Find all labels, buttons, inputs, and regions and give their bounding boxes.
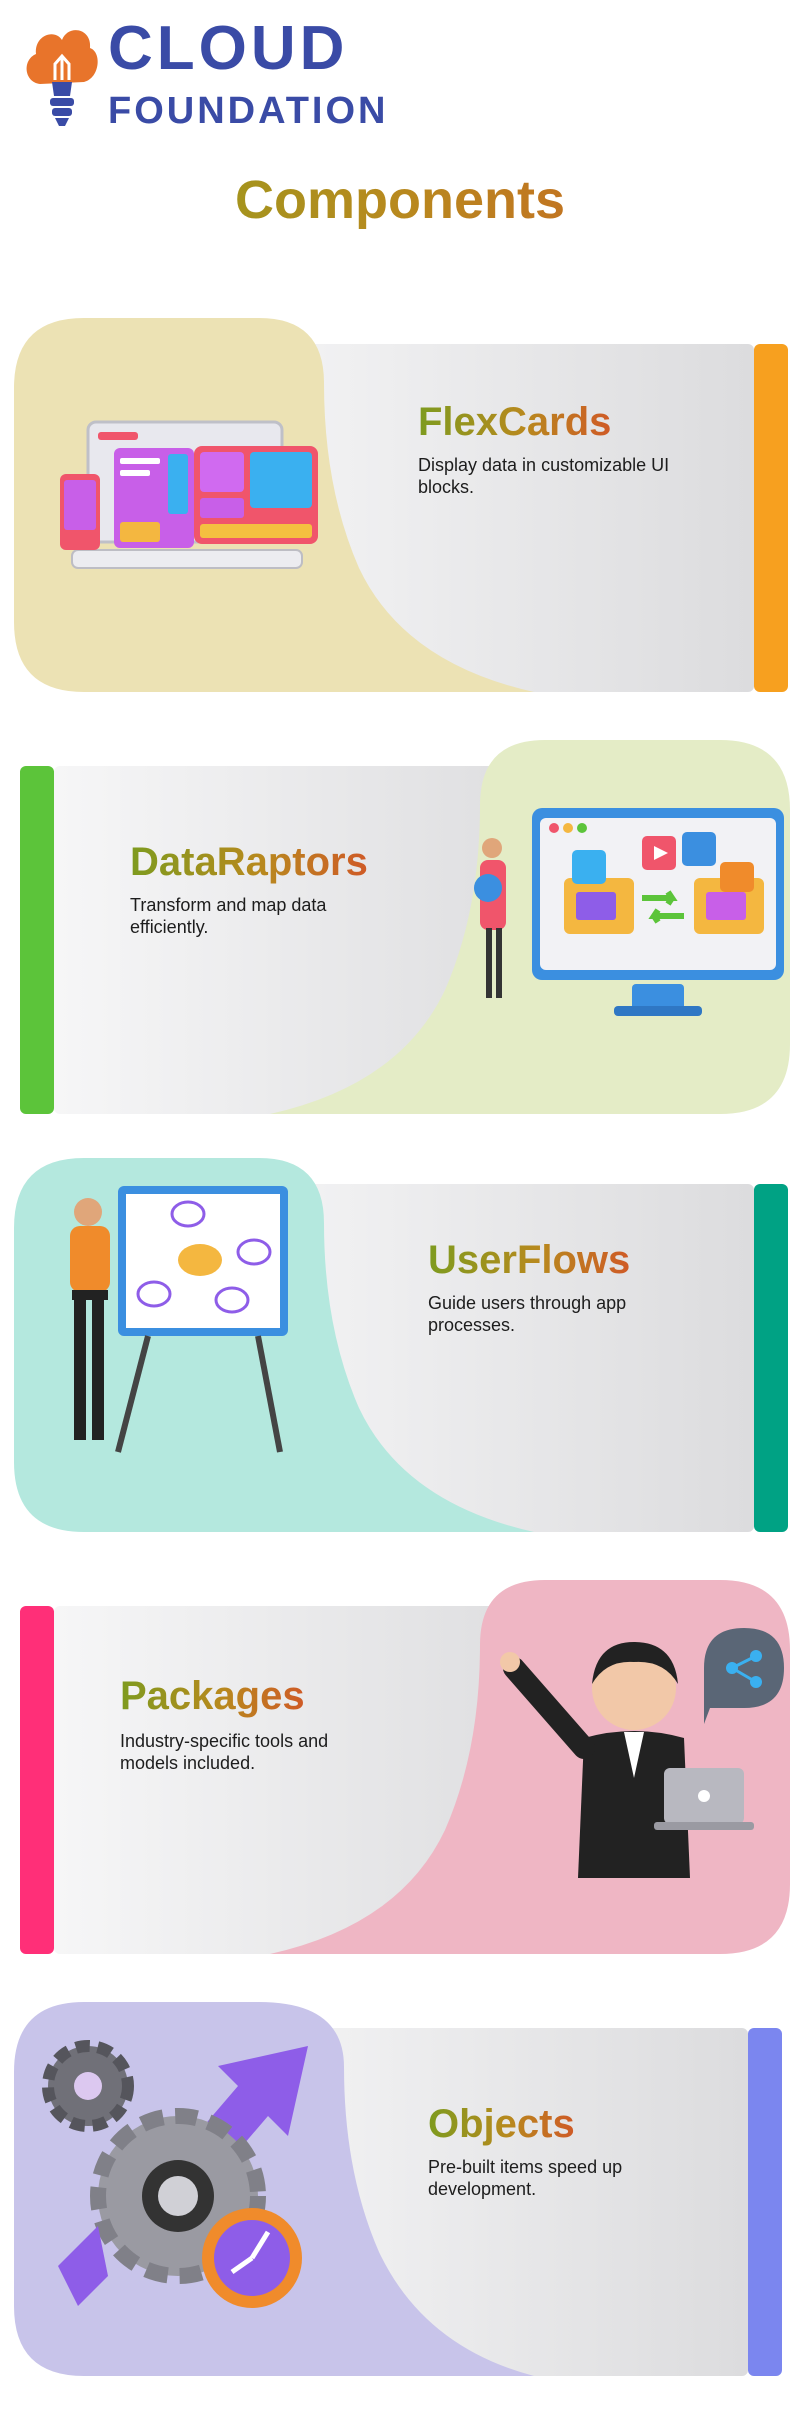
card-accent-bar: [20, 1606, 54, 1954]
component-card-dataraptors: DataRaptors Transform and map data effic…: [14, 740, 790, 1114]
card-accent-bar: [20, 766, 54, 1114]
component-card-flexcards: FlexCards Display data in customizable U…: [14, 318, 790, 692]
card-description: Industry-specific tools and models inclu…: [120, 1731, 329, 1773]
businessman-laptop-illustration: [500, 1628, 784, 1878]
component-card-packages: Packages Industry-specific tools and mod…: [14, 1580, 790, 1954]
card-description: Guide users through app processes.: [428, 1293, 627, 1335]
card-title: UserFlows: [428, 1238, 631, 1282]
component-card-objects: Objects Pre-built items speed up develop…: [14, 2002, 790, 2376]
card-title: Packages: [120, 1674, 305, 1718]
ui-blocks-illustration: [60, 420, 318, 569]
card-description: Pre-built items speed up development.: [428, 2157, 623, 2199]
gears-clock-illustration: [42, 2040, 308, 2308]
page-title: Components: [0, 168, 800, 232]
card-accent-bar: [754, 344, 788, 692]
data-transfer-monitor-illustration: [474, 808, 784, 1016]
card-title: DataRaptors: [130, 840, 368, 884]
logo-text-foundation: FOUNDATION: [108, 90, 389, 132]
card-accent-bar: [754, 1184, 788, 1532]
mind-map-presenter-illustration: [70, 1186, 288, 1453]
card-title: Objects: [428, 2102, 575, 2146]
card-description: Transform and map data efficiently.: [130, 895, 327, 937]
card-title: FlexCards: [418, 400, 612, 444]
card-accent-bar: [748, 2028, 782, 2376]
lightbulb-cloud-icon: [26, 30, 98, 126]
logo-text-cloud: CLOUD: [108, 14, 349, 83]
card-description: Display data in customizable UI blocks.: [418, 455, 670, 497]
card-blob: [14, 2002, 534, 2376]
component-card-userflows: UserFlows Guide users through app proces…: [14, 1158, 790, 1532]
cloud-foundation-logo: CLOUD FOUNDATION: [22, 14, 462, 132]
